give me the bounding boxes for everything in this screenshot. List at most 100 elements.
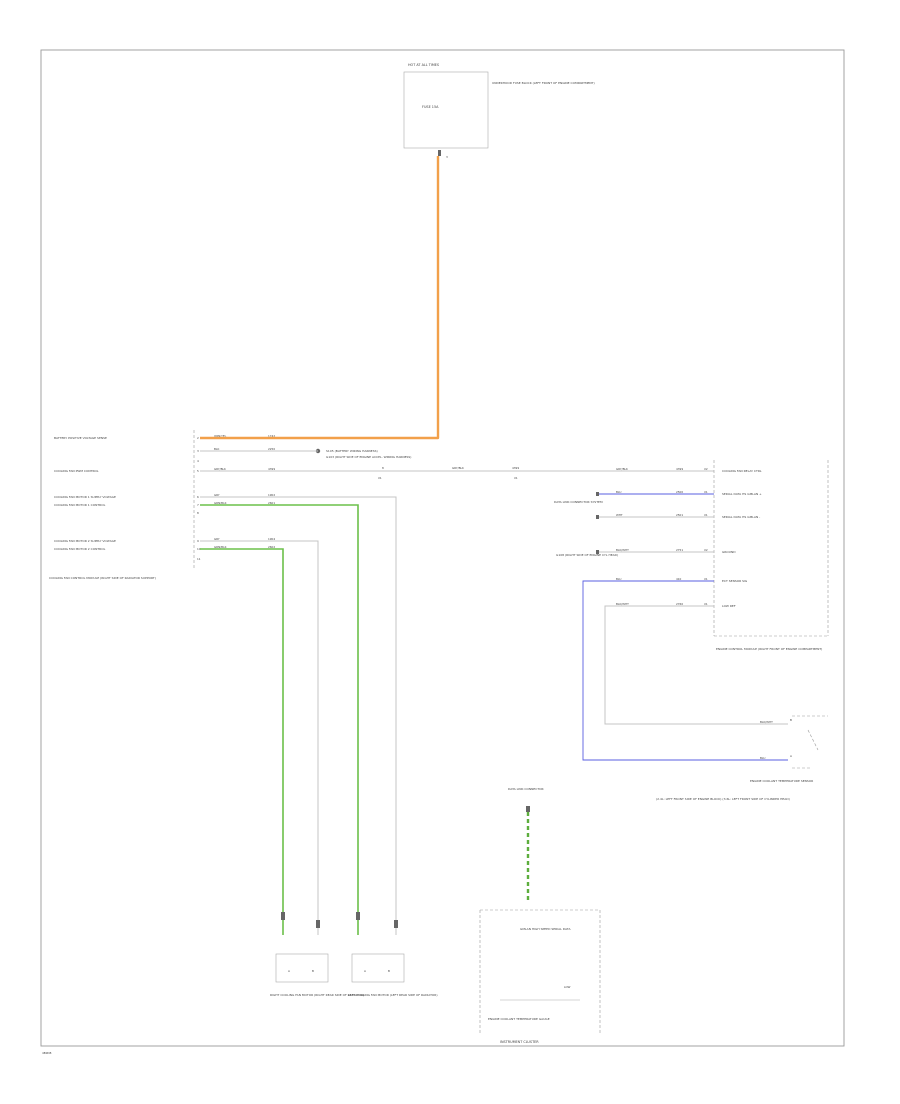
ect-signal-wire <box>582 580 788 761</box>
circuit-pin: 8 <box>197 511 199 515</box>
circuit-color: GRY <box>214 493 220 497</box>
fan1-control-wire <box>200 504 359 935</box>
cluster-connector: LOW <box>564 985 571 989</box>
ecm-circuit: 2500 <box>676 490 683 494</box>
instrument-cluster: DATA LINK CONNECTOR GMLAN HIGH SPEED SER… <box>479 787 601 1044</box>
circuit-pin: 2 <box>197 436 199 440</box>
sensor-name: ENGINE COOLANT TEMPERATURE SENSOR <box>750 779 813 783</box>
svg-text:B: B <box>388 969 390 973</box>
ecm-wire-color: GRY/BLK <box>616 467 628 471</box>
ecm-wire-color: WHT <box>616 513 623 517</box>
circuit-color: GRN/BLK <box>214 545 227 549</box>
circuit-pin: 6 <box>197 495 199 499</box>
ecm-pin-id: X1 <box>704 490 708 494</box>
pwm-circuit-mid: 4399 <box>512 466 519 470</box>
ecm-circuit: 410 <box>676 577 682 581</box>
pwm-pin-b: X1 <box>378 476 382 480</box>
circuit-number: 4399 <box>268 467 275 471</box>
sensor-pin: A <box>790 754 792 758</box>
circuit-color: ORN/YEL <box>214 434 227 438</box>
circuit-pin: 9 <box>197 539 199 543</box>
ecm-pin-label: GROUND <box>722 550 736 554</box>
ecm-stub-pin <box>596 515 599 519</box>
circuit-color: BLK <box>214 447 219 451</box>
ecm-wire-color: BLU <box>616 577 621 581</box>
ecm-pin-row: GROUND X2 BLK/WHT 2751 <box>596 548 736 554</box>
circuit-color: GRY/BLK <box>214 467 226 471</box>
circuit-color: GRN/BLK <box>214 501 227 505</box>
circuit-number: 1902 <box>268 493 275 497</box>
ecm-pin-label: COOLING FAN RELAY CTRL <box>722 469 762 473</box>
dlc-ref-note: DATA LINK CONNECTOR SYSTEM <box>554 500 603 504</box>
gnd-ref-note: G108 (RIGHT SIDE OF ENGINE CYL HEAD) <box>556 553 618 557</box>
circuit-label: COOLING FAN MOTOR 2 CONTROL <box>54 547 106 551</box>
circuit-number: 2601 <box>268 501 275 505</box>
ecm-pin-id: X1 <box>704 513 708 517</box>
circuit-label: COOLING FAN MOTOR 1 SUPPLY VOLTAGE <box>54 495 116 499</box>
splice-note: S105 (BATTERY WIRING HARNESS) <box>326 449 378 453</box>
ect-low-ref-wire <box>604 605 788 725</box>
circuit-number: 2602 <box>268 545 275 549</box>
battery-sense-wire <box>200 156 440 440</box>
left-circuit-row: 11 <box>197 557 201 561</box>
circuit-number: 1904 <box>268 537 275 541</box>
left-fan-name: LEFT COOLING FAN MOTOR (LEFT REAR SIDE O… <box>348 993 438 997</box>
cluster-name: INSTRUMENT CLUSTER <box>500 1040 539 1044</box>
underhood-fuse-block: HOT AT ALL TIMES FUSE 15A UNDERHOOD FUSE… <box>403 63 595 159</box>
sensor-wire-color: BLU <box>760 756 765 760</box>
right-module-name: ENGINE CONTROL MODULE (RIGHT FRONT OF EN… <box>716 647 822 651</box>
ecm-pin-label: ECT SENSOR SIG <box>722 579 748 583</box>
ecm-pin-label: SERIAL DATA HS GMLAN - <box>722 515 760 519</box>
sensor-pin: B <box>790 718 792 722</box>
ecm-pin-row: SERIAL DATA HS GMLAN - X1 WHT 2501 <box>596 513 760 519</box>
sensor-note: (2.4L: LEFT FRONT SIDE OF ENGINE BLOCK) … <box>656 797 790 801</box>
ecm-pin-id: X2 <box>704 548 708 552</box>
ecm-pin-row: ECT SENSOR SIG X1 BLU 410 <box>616 577 748 583</box>
circuit-color: GRY <box>214 537 220 541</box>
ecm-pin-id: X2 <box>704 467 708 471</box>
top-module-fuse: FUSE 15A <box>422 105 439 109</box>
left-cooling-fan-motor: A B LEFT COOLING FAN MOTOR (LEFT REAR SI… <box>348 912 438 997</box>
circuit-label: COOLING FAN PWM CONTROL <box>54 469 99 473</box>
top-module-title: HOT AT ALL TIMES <box>408 63 439 67</box>
svg-text:B: B <box>312 969 314 973</box>
ecm-wire-color: BLK/WHT <box>616 548 629 552</box>
circuit-number: 1742 <box>268 434 275 438</box>
ecm-stub-pin <box>596 492 599 496</box>
circuit-number: 2250 <box>268 447 275 451</box>
ecm-circuit: 2501 <box>676 513 683 517</box>
circuit-pin: 4 <box>197 459 199 463</box>
engine-control-module: ENGINE CONTROL MODULE (RIGHT FRONT OF EN… <box>554 460 829 651</box>
cluster-inner-label: GMLAN HIGH SPEED SERIAL DATA <box>520 927 571 931</box>
svg-text:A: A <box>288 969 290 973</box>
left-circuit-row: 8 <box>197 511 199 515</box>
ecm-wire-color: BLK/WHT <box>616 602 629 606</box>
ecm-circuit: 2751 <box>676 548 683 552</box>
sensor-wire-row: BLU A <box>760 754 792 760</box>
top-module-pin: 3 <box>446 155 448 159</box>
top-module-note: UNDERHOOD FUSE BLOCK (LEFT FRONT OF ENGI… <box>492 81 595 85</box>
sensor-wire-color: BLK/WHT <box>760 720 773 724</box>
svg-text:A: A <box>364 969 366 973</box>
right-fan-name: RIGHT COOLING FAN MOTOR (RIGHT REAR SIDE… <box>270 993 364 997</box>
ecm-stub-pin <box>596 550 599 554</box>
fan1-supply-wire <box>200 496 397 935</box>
ecm-pin-id: X1 <box>704 577 708 581</box>
diagram-frame <box>40 49 845 1047</box>
pwm-pin-c: X1 <box>514 476 518 480</box>
circuit-pin: 11 <box>197 557 201 561</box>
ecm-wire-color: BLU <box>616 490 621 494</box>
pwm-color-mid: GRY/BLK <box>452 466 464 470</box>
ground-splice: S105 (BATTERY WIRING HARNESS) G103 (RIGH… <box>315 448 411 459</box>
sensor-wire-row: BLK/WHT B <box>760 718 792 724</box>
left-circuit-row: COOLING FAN MOTOR 1 SUPPLY VOLTAGE 6 GRY 19… <box>54 493 275 499</box>
pwm-pin-a: 8 <box>382 466 384 470</box>
